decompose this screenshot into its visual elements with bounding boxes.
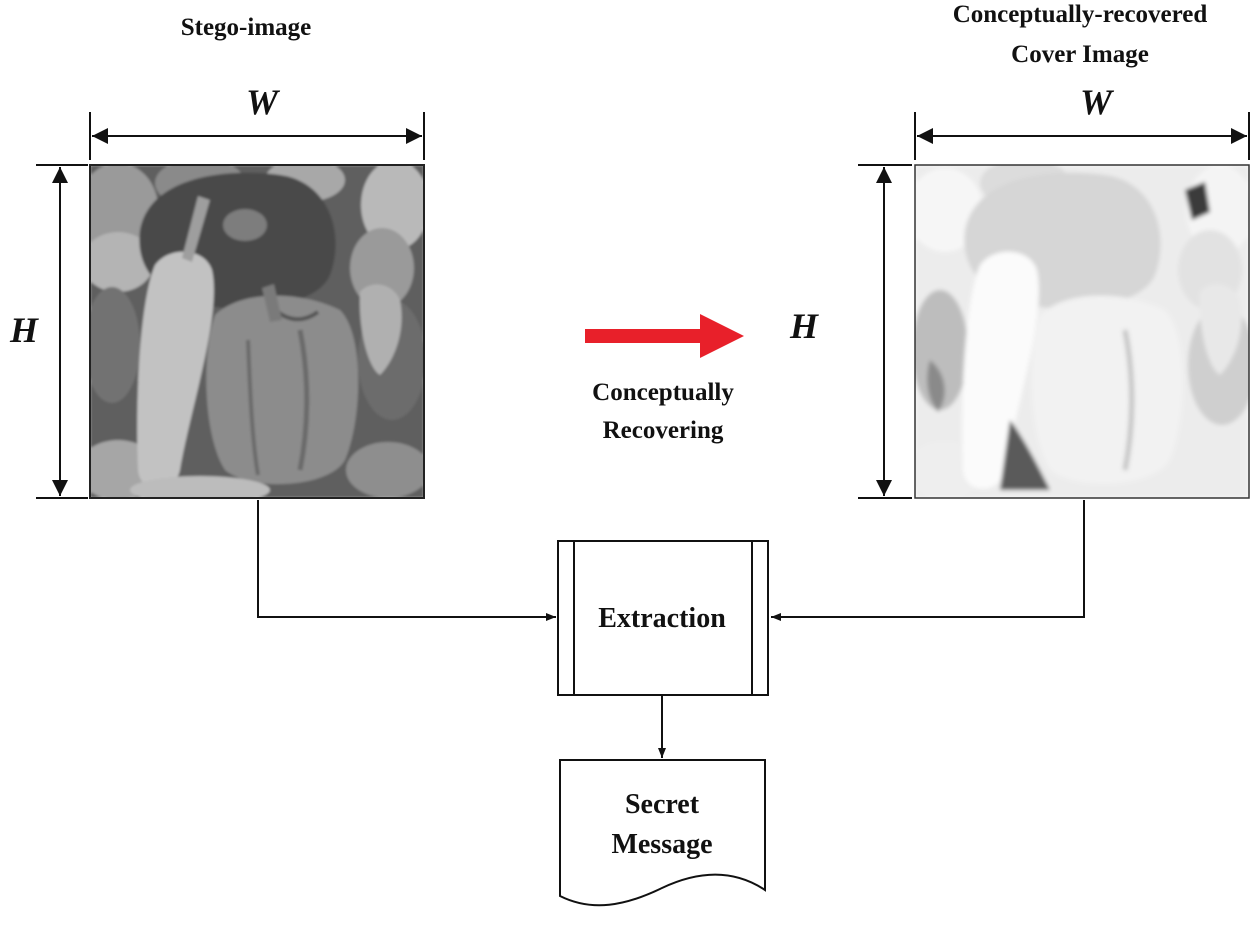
left-width-dimension: W	[89, 82, 425, 160]
stego-image-title: Stego-image	[181, 14, 312, 41]
secret-message-label-line2: Message	[611, 829, 712, 860]
stego-image-frame	[89, 164, 425, 499]
conceptually-recovering-label-line2: Recovering	[603, 417, 724, 444]
left-width-label: W	[246, 82, 281, 122]
stego-to-extraction-connector	[257, 500, 556, 621]
secret-message-document	[559, 759, 766, 907]
extraction-process-box	[557, 540, 769, 696]
recovered-image-title-line1: Conceptually-recovered	[953, 1, 1208, 28]
extraction-label: Extraction	[598, 603, 726, 634]
right-width-label: W	[1080, 82, 1115, 122]
secret-message-label-line1: Secret	[625, 789, 700, 820]
right-height-label: H	[789, 306, 819, 346]
right-height-dimension: H	[789, 164, 912, 499]
conceptual-recovery-arrow	[585, 314, 744, 358]
recovered-image-picture	[915, 165, 1249, 498]
right-width-dimension: W	[914, 82, 1250, 160]
recovered-image-title-line2: Cover Image	[1011, 41, 1149, 68]
left-height-label: H	[9, 310, 39, 350]
conceptually-recovering-label-line1: Conceptually	[592, 379, 734, 406]
recovered-to-extraction-connector	[771, 500, 1085, 621]
stego-image-picture	[90, 165, 424, 498]
left-height-dimension: H	[9, 164, 88, 499]
recovered-image-frame	[914, 164, 1250, 499]
